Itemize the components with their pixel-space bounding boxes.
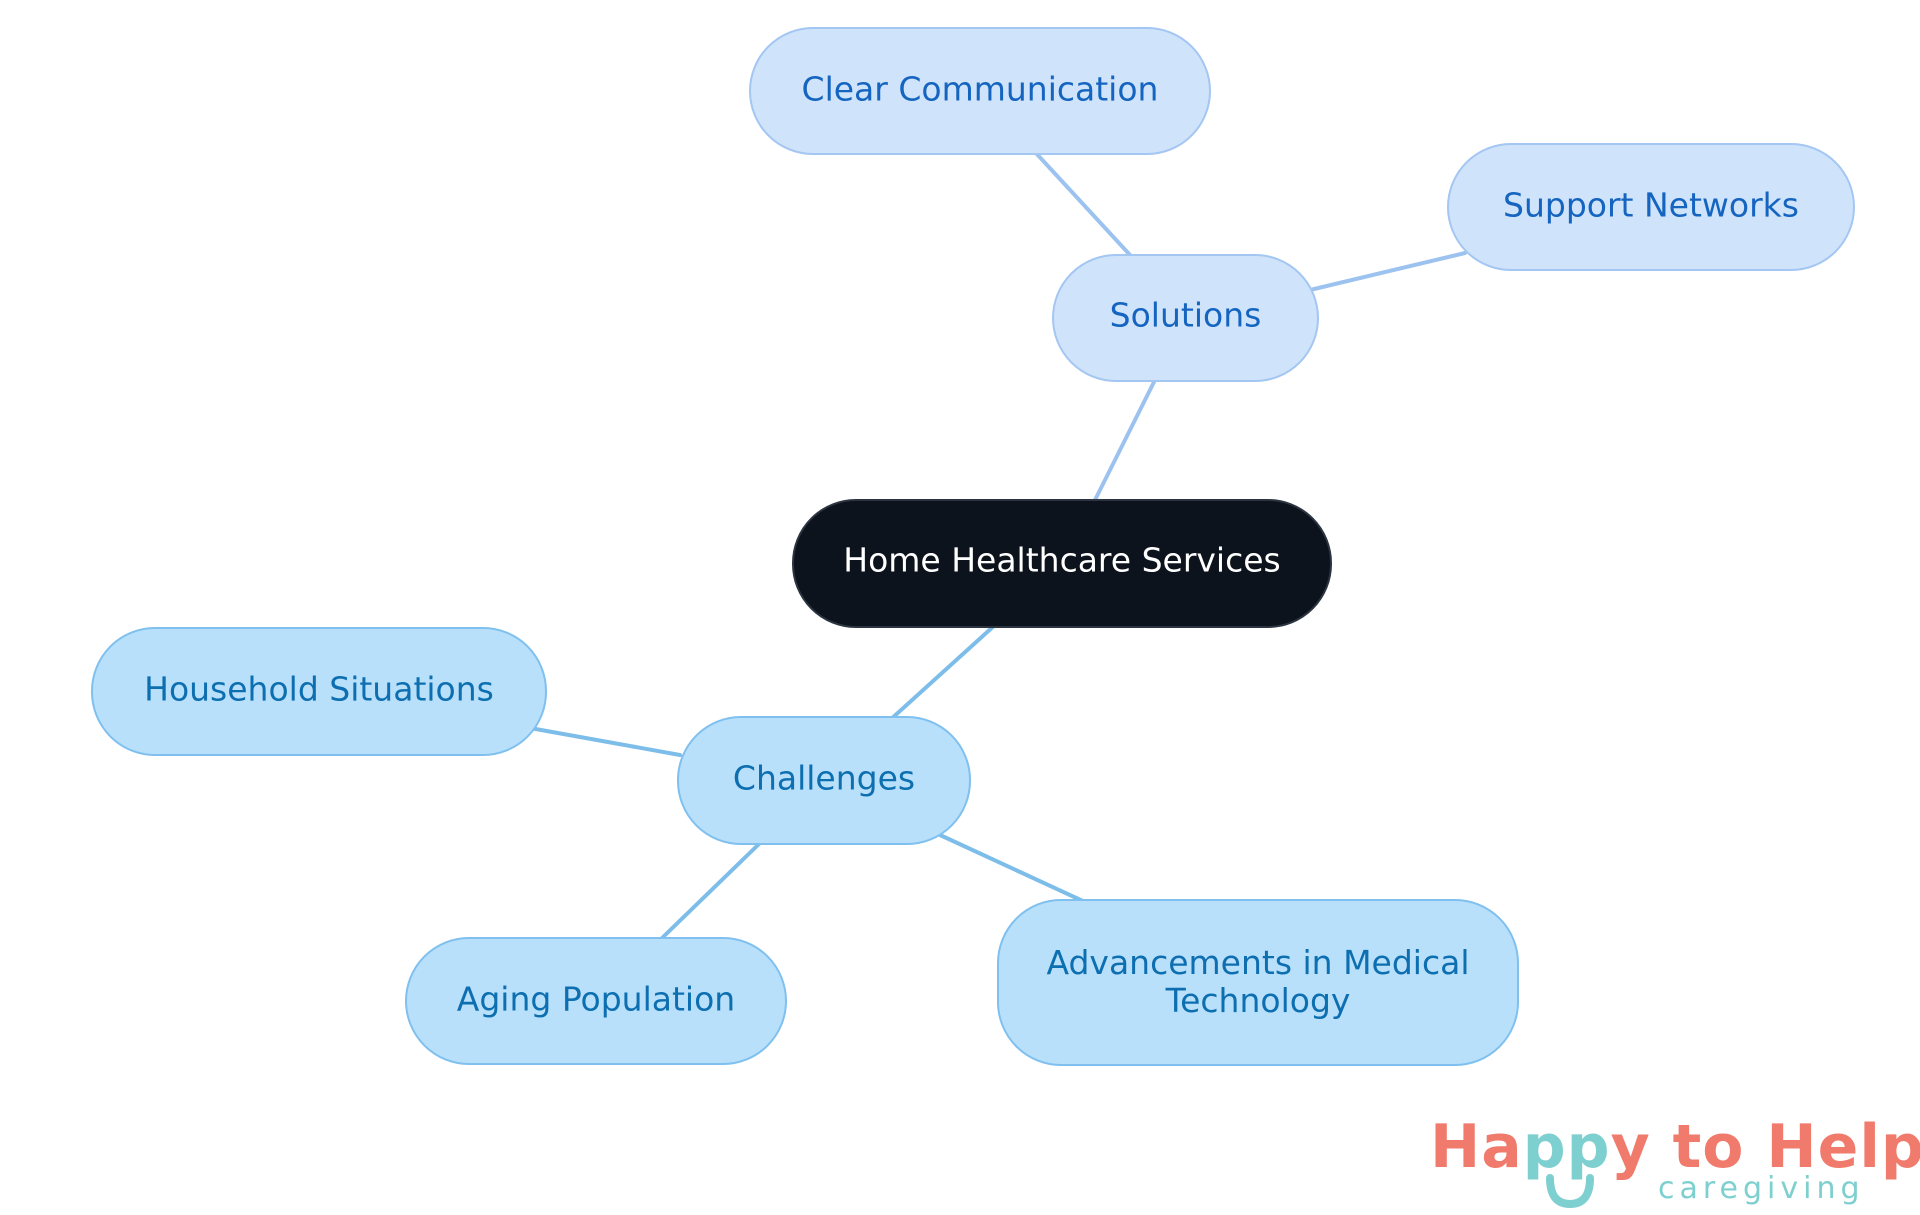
happy-to-help-logo: Happy to Help caregiving	[1430, 1112, 1920, 1212]
node-household-situations-box	[91, 627, 547, 756]
logo-word-y: y	[1610, 1112, 1651, 1182]
node-challenges[interactable]: Challenges	[677, 716, 971, 845]
edge-challenges-household-situations	[528, 726, 682, 757]
logo-word-pp: pp	[1522, 1112, 1611, 1182]
node-root[interactable]: Home Healthcare Services	[792, 499, 1332, 628]
edge-solutions-clear-communication	[1033, 150, 1132, 257]
edge-challenges-advancements	[938, 833, 1087, 904]
node-aging-population[interactable]: Aging Population	[405, 937, 787, 1065]
node-support-networks[interactable]: Support Networks	[1447, 143, 1855, 271]
node-challenges-label: Challenges	[733, 759, 915, 798]
node-support-networks-box	[1447, 143, 1855, 271]
logo-word-rest: to Help	[1650, 1112, 1920, 1182]
node-clear-communication[interactable]: Clear Communication	[749, 27, 1211, 155]
node-household-situations-label: Household Situations	[144, 670, 494, 709]
node-advancements-label-line-2: Technology	[1165, 981, 1351, 1020]
edge-root-solutions	[1093, 378, 1157, 502]
node-household-situations[interactable]: Household Situations	[91, 627, 547, 756]
smile-icon	[1546, 1174, 1594, 1209]
node-aging-population-label: Aging Population	[457, 980, 735, 1019]
node-clear-communication-box	[749, 27, 1211, 155]
node-solutions-box	[1052, 254, 1319, 382]
edge-challenges-aging-population	[658, 841, 762, 942]
node-solutions-label: Solutions	[1110, 296, 1262, 335]
node-root-box	[792, 499, 1332, 628]
node-advancements-box	[997, 899, 1519, 1066]
logo-tagline: caregiving	[1658, 1171, 1865, 1206]
node-advancements-label-line-1: Advancements in Medical	[1046, 943, 1469, 982]
node-solutions[interactable]: Solutions	[1052, 254, 1319, 382]
node-aging-population-box	[405, 937, 787, 1065]
node-clear-communication-label: Clear Communication	[802, 70, 1159, 109]
logo-word-ha: Ha	[1430, 1112, 1523, 1182]
edges	[528, 150, 1467, 942]
edge-solutions-support-networks	[1308, 251, 1467, 292]
edge-root-challenges	[888, 623, 997, 722]
node-root-label: Home Healthcare Services	[843, 541, 1280, 580]
node-support-networks-label: Support Networks	[1503, 186, 1799, 225]
node-challenges-box	[677, 716, 971, 845]
logo-wordmark: Happy to Help	[1430, 1112, 1920, 1182]
